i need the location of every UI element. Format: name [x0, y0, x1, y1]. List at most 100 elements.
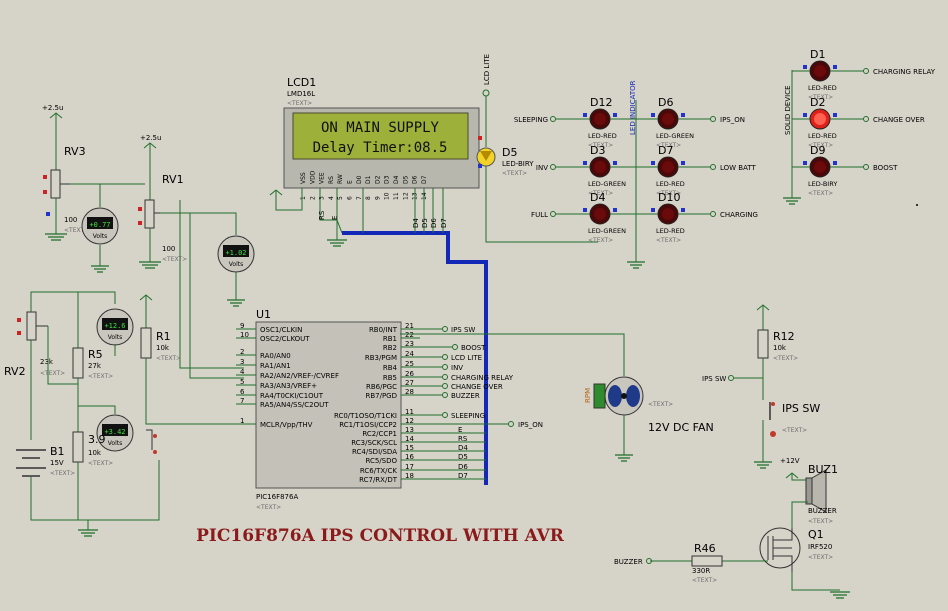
mosfet-ref: Q1: [808, 528, 824, 541]
net-terminal: [863, 116, 869, 122]
lcd-module[interactable]: LCD1 LMD16L <TEXT> ON MAIN SUPPLY Delay …: [283, 76, 480, 200]
led-ref: D3: [590, 144, 605, 157]
led-type: LED-BIRY: [808, 180, 837, 188]
pin-marker: [583, 208, 587, 212]
rv3-placeholder: <TEXT>: [64, 227, 89, 234]
resistor-r1[interactable]: R1 10k <TEXT>: [139, 294, 181, 362]
net-terminal: [442, 412, 448, 418]
mcu-right-pin-name: RC7/RX/DT: [359, 476, 398, 484]
net-terminal: [710, 164, 716, 170]
lcd-pin-number: 11: [393, 192, 400, 200]
schematic-title: PIC16F876A IPS CONTROL WITH AVR: [196, 526, 565, 546]
net-terminal: [863, 164, 869, 170]
led-ref: D1: [810, 48, 825, 61]
pin-marker: [613, 208, 617, 212]
lcd-text-placeholder: <TEXT>: [287, 100, 312, 107]
potentiometer-rv2[interactable]: RV2 23k <TEXT>: [4, 311, 65, 378]
mosfet-q1[interactable]: Q1 IRF520 <TEXT>: [759, 527, 840, 591]
buzzer-buz1[interactable]: +12V BUZ1 BUZZER <TEXT>: [780, 457, 838, 528]
mcu-net-label: D6: [458, 463, 468, 471]
r5-ref: R5: [88, 348, 103, 361]
battery-b1[interactable]: B1 15V <TEXT>: [16, 445, 75, 477]
mcu-ref: U1: [256, 308, 271, 321]
pin-marker: [651, 113, 655, 117]
mcu-right-pin-name: RB3/PGM: [365, 354, 397, 362]
pin-marker: [681, 113, 685, 117]
mcu-net-label: SLEEPING: [451, 412, 485, 420]
mcu-right-pin-name: RC1/T1OSI/CCP2: [339, 421, 397, 429]
ground-symbol: [754, 461, 772, 469]
mcu-left-pin-name: RA2/AN2/VREF-/CVREF: [260, 372, 339, 380]
led-type: LED-RED: [808, 84, 837, 92]
rv2-value: 23k: [40, 358, 54, 366]
mcu-net-label: D5: [458, 453, 468, 461]
pin-marker: [803, 113, 807, 117]
potentiometer-rv3[interactable]: RV3 100 <TEXT>: [43, 145, 89, 234]
buzzer-ref: BUZ1: [808, 463, 838, 476]
lcd-wire-label-e: E: [331, 216, 339, 220]
led-ref: D7: [658, 144, 673, 157]
mcu-net-label: INV: [451, 364, 463, 372]
pin-marker: [583, 113, 587, 117]
ground-symbol: [327, 239, 347, 247]
lcd-pin-name: D0: [356, 175, 363, 184]
resistor-r5[interactable]: R5 27k <TEXT>: [72, 347, 113, 380]
led-ref: D2: [810, 96, 825, 109]
push-button-reset[interactable]: [146, 429, 157, 454]
lcd-wire-label: D6: [430, 218, 438, 228]
mcu-net-label: RS: [458, 435, 468, 443]
led-core: [814, 161, 826, 173]
mcu-right-pin-number: 25: [405, 360, 414, 368]
mcu-left-pin-name: RA5/AN4/SS/C2OUT: [260, 401, 329, 409]
resistor-r46[interactable]: R46 330R <TEXT>: [650, 542, 768, 584]
ips-switch[interactable]: R12 10k <TEXT> IPS SW IPS SW <TEXT>: [702, 304, 820, 462]
led-placeholder: <TEXT>: [656, 190, 681, 197]
pin-marker: [613, 113, 617, 117]
pin-marker: [651, 161, 655, 165]
ground-symbol: [783, 197, 801, 205]
mcu-left-pin-name: OSC1/CLKIN: [260, 326, 302, 334]
r46-placeholder: <TEXT>: [692, 577, 717, 584]
pin-marker: [613, 161, 617, 165]
lcd-lite-label: LCD LITE: [483, 54, 491, 85]
ips-sw-net: IPS SW: [702, 375, 726, 383]
pin-marker: [803, 65, 807, 69]
mcu-right-pin-name: RC5/SDO: [365, 457, 397, 465]
rv3-value: 100: [64, 216, 77, 224]
mcu-right-pin-number: 17: [405, 463, 414, 471]
lcd-pin-name: VDD: [309, 170, 316, 184]
ground-symbol: [627, 261, 645, 269]
mcu-left-pin-name: MCLR/Vpp/THV: [260, 421, 313, 429]
led-type: LED-GREEN: [588, 227, 626, 235]
data-bus: [342, 231, 488, 485]
voltmeter-reading: +12.6: [104, 322, 125, 330]
net-terminal: [442, 392, 448, 398]
lcd-pin-name: D3: [384, 175, 391, 184]
ground-symbol: [615, 454, 633, 462]
dc-fan[interactable]: RPM <TEXT> 12V DC FAN: [400, 333, 714, 455]
fan-placeholder: <TEXT>: [648, 401, 673, 408]
net-terminal: [442, 354, 448, 360]
mcu-placeholder: <TEXT>: [256, 504, 281, 511]
r12-value: 10k: [773, 344, 787, 352]
lcd-pin-name: VSS: [300, 172, 307, 184]
lcd-lite-led[interactable]: LCD LITE D5 LED-BIRY <TEXT>: [476, 54, 598, 243]
led-core: [594, 161, 606, 173]
lcd-pin-number: 2: [309, 196, 316, 200]
led-core: [662, 161, 674, 173]
supply-label-1: +2.5u: [42, 104, 63, 112]
mcu-left-pin-number: 1: [240, 417, 244, 425]
